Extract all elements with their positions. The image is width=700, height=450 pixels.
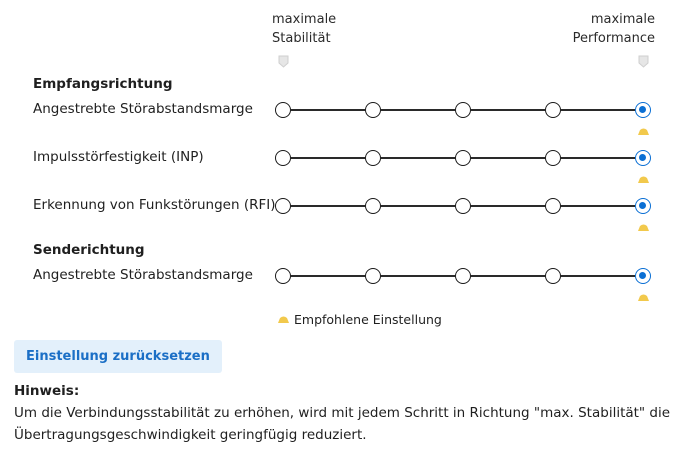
radio-step-1[interactable]: [275, 268, 291, 284]
radio-step-4[interactable]: [545, 198, 561, 214]
radio-step-2[interactable]: [365, 198, 381, 214]
slider-track-segment: [471, 205, 545, 207]
recommended-marker-icon: [638, 294, 649, 301]
slider-track-segment: [291, 205, 365, 207]
recommended-marker-icon: [278, 316, 289, 323]
slider-track-segment: [561, 157, 635, 159]
row-label-snr-margin-tx: Angestrebte Störabstandsmarge: [33, 267, 253, 283]
slider-track-segment: [471, 109, 545, 111]
radio-step-5[interactable]: [635, 198, 651, 214]
slider-track-segment: [381, 109, 455, 111]
performance-shield-icon: [638, 55, 649, 68]
hint-text: Um die Verbindungsstabilität zu erhöhen,…: [14, 405, 671, 443]
slider-track-segment: [471, 157, 545, 159]
stability-shield-icon: [278, 55, 289, 68]
legend-recommended-label: Empfohlene Einstellung: [294, 312, 442, 327]
row-label-inp: Impulsstörfestigkeit (INP): [33, 149, 204, 165]
performance-header-label: maximale Performance: [572, 12, 655, 46]
radio-step-3[interactable]: [455, 198, 471, 214]
slider-track-segment: [381, 275, 455, 277]
radio-step-2[interactable]: [365, 150, 381, 166]
radio-step-4[interactable]: [545, 268, 561, 284]
stability-header-label: maximale Stabilität: [272, 12, 337, 46]
section-title-empfangsrichtung: Empfangsrichtung: [33, 76, 173, 92]
slider-track-segment: [381, 205, 455, 207]
recommended-marker-icon: [638, 128, 649, 135]
slider-track-segment: [561, 275, 635, 277]
radio-step-1[interactable]: [275, 198, 291, 214]
slider-track-segment: [561, 109, 635, 111]
row-label-rfi: Erkennung von Funkstörungen (RFI): [33, 197, 276, 213]
slider-track-segment: [291, 275, 365, 277]
radio-step-5[interactable]: [635, 150, 651, 166]
reset-settings-button[interactable]: Einstellung zurücksetzen: [14, 340, 222, 373]
recommended-marker-icon: [638, 224, 649, 231]
radio-step-1[interactable]: [275, 150, 291, 166]
radio-step-4[interactable]: [545, 150, 561, 166]
radio-step-5[interactable]: [635, 268, 651, 284]
radio-step-4[interactable]: [545, 102, 561, 118]
slider-track-segment: [561, 205, 635, 207]
slider-track-segment: [381, 157, 455, 159]
radio-step-2[interactable]: [365, 102, 381, 118]
radio-step-3[interactable]: [455, 102, 471, 118]
radio-step-2[interactable]: [365, 268, 381, 284]
radio-step-5[interactable]: [635, 102, 651, 118]
radio-step-3[interactable]: [455, 268, 471, 284]
slider-track-segment: [471, 275, 545, 277]
slider-track-segment: [291, 157, 365, 159]
row-label-snr-margin-rx: Angestrebte Störabstandsmarge: [33, 101, 253, 117]
recommended-marker-icon: [638, 176, 649, 183]
section-title-senderichtung: Senderichtung: [33, 242, 145, 258]
hint-title: Hinweis:: [14, 383, 80, 399]
radio-step-1[interactable]: [275, 102, 291, 118]
radio-step-3[interactable]: [455, 150, 471, 166]
slider-track-segment: [291, 109, 365, 111]
